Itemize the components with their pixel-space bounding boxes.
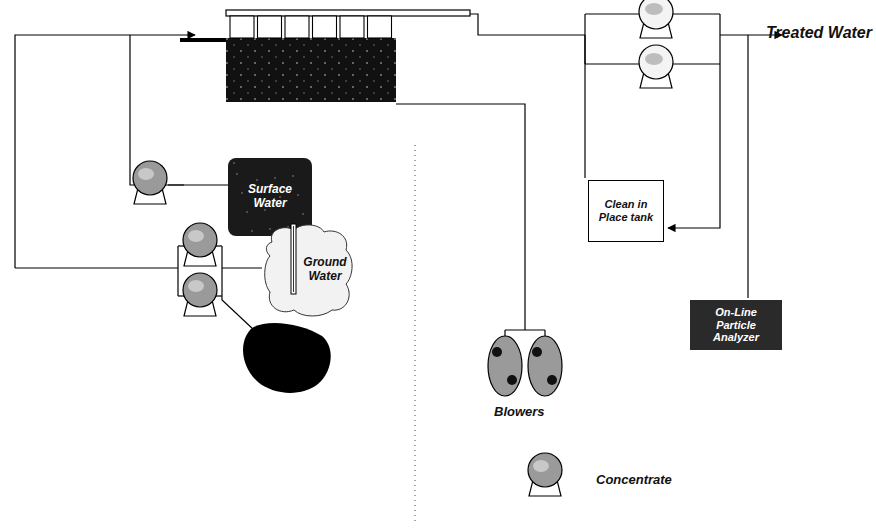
node-text: On-Line Particle Analyzer bbox=[696, 306, 776, 344]
blowers-label: Blowers bbox=[494, 404, 545, 419]
blower bbox=[488, 336, 522, 396]
membrane-modules bbox=[230, 16, 392, 38]
pump bbox=[639, 45, 673, 88]
analyzer-box: On-Line Particle Analyzer bbox=[690, 300, 782, 350]
surface-water-box: Surface Water bbox=[228, 158, 312, 236]
concentrate-label: Concentrate bbox=[596, 472, 672, 487]
inlet-pipe bbox=[180, 38, 226, 42]
blower bbox=[528, 336, 562, 396]
membrane-tank bbox=[226, 38, 396, 102]
ground-water-cloud: Ground Water bbox=[262, 222, 354, 318]
pump bbox=[183, 273, 217, 316]
node-text: Ground Water bbox=[302, 256, 348, 284]
header-pipe bbox=[226, 10, 470, 16]
pump bbox=[528, 453, 562, 496]
lake bbox=[243, 323, 331, 393]
pump bbox=[133, 161, 167, 204]
pump bbox=[639, 0, 673, 38]
node-text: Surface Water bbox=[234, 183, 306, 211]
cip-tank-box: Clean in Place tank bbox=[588, 180, 664, 242]
outlet-label: Treated Water bbox=[766, 24, 872, 42]
pipes bbox=[15, 14, 782, 525]
node-text: Clean in Place tank bbox=[595, 198, 657, 223]
pump bbox=[183, 223, 217, 266]
